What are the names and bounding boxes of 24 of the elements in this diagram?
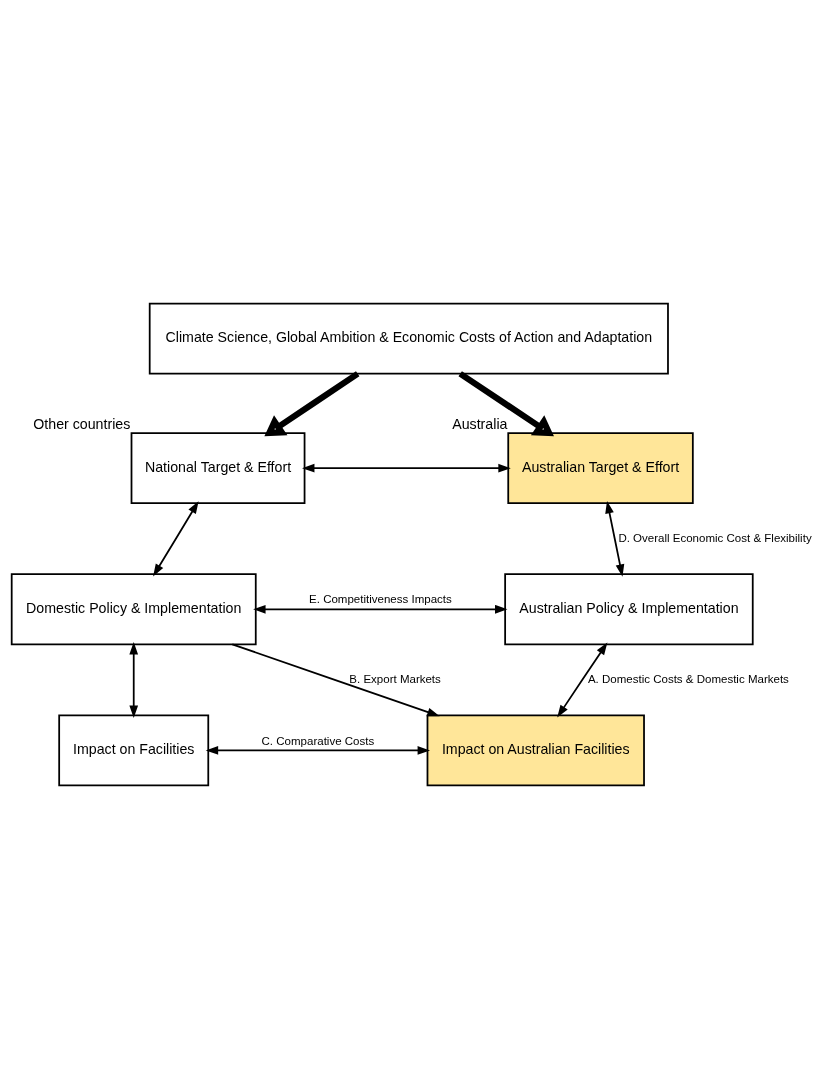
edge-label: B. Export Markets: [349, 672, 441, 685]
node-box: Impact on Australian Facilities: [426, 713, 645, 786]
edge-label: C. Comparative Costs: [261, 734, 375, 747]
arrow: [253, 604, 508, 614]
edge-label: A. Domestic Costs & Domestic Markets: [587, 672, 789, 685]
arrow: [264, 370, 360, 436]
node-box: Australian Policy & Implementation: [504, 572, 754, 645]
edge-label: D. Overall Economic Cost & Flexibility: [618, 531, 812, 544]
node-box: Australian Target & Effort: [507, 431, 694, 504]
arrow: [205, 745, 430, 755]
node-box: National Target & Effort: [130, 431, 306, 504]
node-label: Australia: [452, 415, 508, 432]
arrow: [557, 641, 608, 717]
arrow: [605, 500, 625, 577]
node-box: Impact on Facilities: [58, 713, 210, 786]
arrow: [302, 463, 511, 473]
node-box: Domestic Policy & Implementation: [10, 572, 257, 645]
edge-label: E. Competitiveness Impacts: [309, 592, 452, 605]
arrow: [153, 500, 199, 576]
arrow: [458, 370, 554, 436]
arrow: [129, 641, 139, 718]
node-box: Climate Science, Global Ambition & Economic Costs of Action and Adaptation: [148, 302, 669, 375]
arrow: [231, 642, 440, 716]
node-label: Other countries: [33, 415, 131, 432]
